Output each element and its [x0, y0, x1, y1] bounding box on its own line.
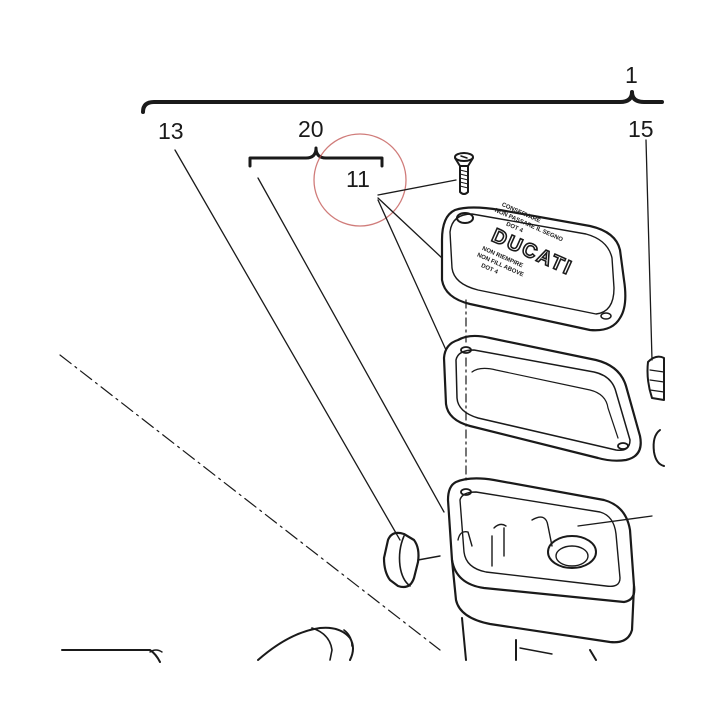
sensor-part: [646, 355, 665, 467]
lower-hose-assembly: [61, 626, 354, 663]
leader-lines: [174, 139, 653, 541]
callout-seal: 13: [158, 118, 184, 144]
cover-embossing: CONSERVARE NON PASSARE IL SEGNO DOT 4 DU…: [476, 202, 577, 281]
callout-kit: 20: [298, 116, 324, 142]
reservoir-cover: CONSERVARE NON PASSARE IL SEGNO DOT 4 DU…: [440, 202, 627, 332]
screw-part: [454, 152, 474, 195]
assembly-bracket: [141, 90, 664, 114]
reservoir-body: [446, 477, 636, 661]
callout-screw: 11: [346, 166, 370, 192]
seal-grommet: [382, 531, 441, 589]
highlight-circle: [313, 133, 407, 227]
callout-sensor: 15: [628, 116, 654, 142]
kit-bracket: [248, 146, 384, 168]
reservoir-gasket: [442, 334, 642, 462]
cover-brand-logo: DUCATI: [488, 225, 576, 280]
callout-assembly: 1: [625, 62, 638, 88]
axis-centerline: [59, 354, 441, 651]
